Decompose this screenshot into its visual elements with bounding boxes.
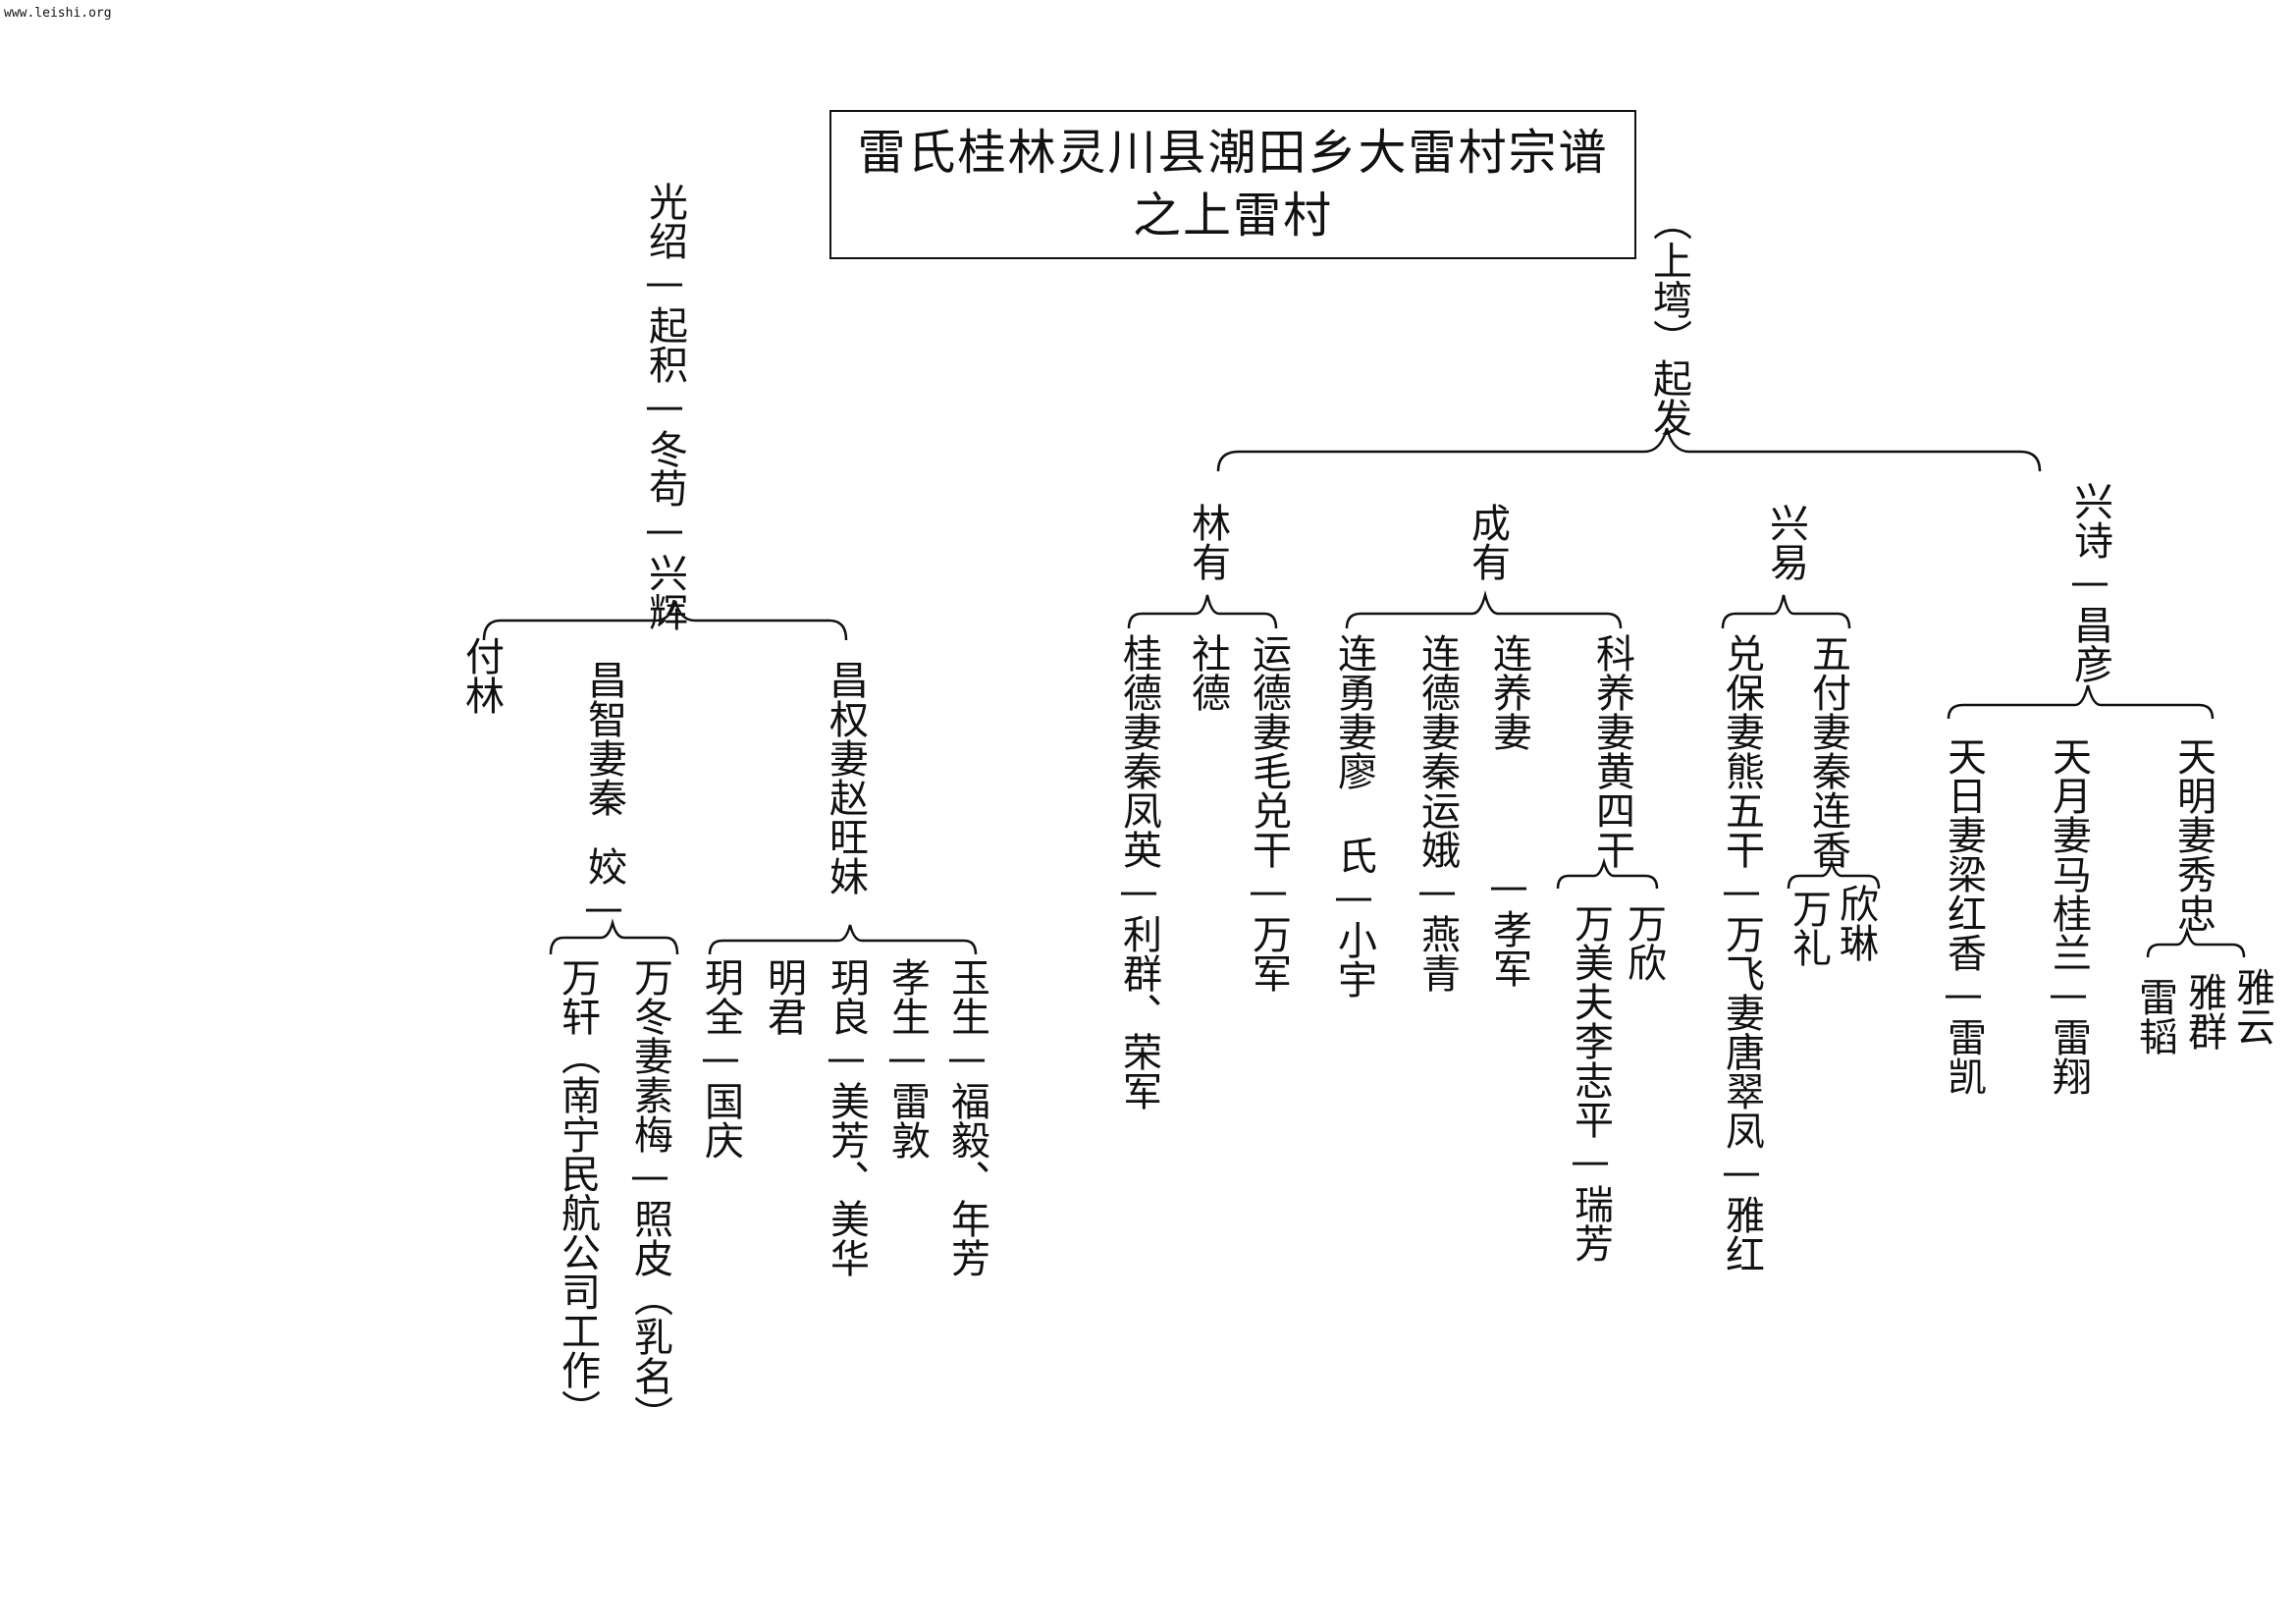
brace-linyou — [1127, 594, 1278, 629]
brace-xinghui — [482, 600, 848, 641]
node-leitao: 雷韬 — [2132, 977, 2177, 1056]
brace-jiao — [549, 918, 679, 955]
node-lianyang-son: —孝军 — [1486, 864, 1531, 988]
node-chengyou: 成有 — [1465, 503, 1510, 581]
node-keyang: 科养妻黄四干 — [1589, 633, 1634, 869]
node-wanli: 万礼 — [1786, 889, 1831, 967]
node-lianyong: 连勇妻廖 氏—小宇 — [1331, 633, 1376, 999]
lineage-guangshao-xinghui: 光绍—起积—冬苟—兴辉 — [642, 182, 687, 631]
brace-qifa — [1216, 427, 2042, 472]
watermark: www.leishi.org — [4, 6, 112, 21]
node-changquan: 昌权妻赵旺妹 — [823, 660, 868, 895]
node-xiaosheng: 孝生—雷敦 — [884, 957, 930, 1160]
node-xinlin: 欣琳 — [1833, 884, 1878, 962]
node-fulin: 付林 — [458, 636, 504, 715]
node-wanxuan: 万轩（南宁民航公司工作） — [555, 957, 600, 1429]
node-tianyue: 天月妻马桂兰—雷翔 — [2046, 736, 2091, 1096]
brace-xingyi — [1721, 594, 1851, 629]
node-xingyi: 兴易 — [1763, 503, 1808, 581]
node-yayun: 雅云 — [2229, 967, 2274, 1046]
node-xingshi-changyan: 兴诗—昌彦 — [2067, 481, 2112, 683]
brace-changyan — [1947, 684, 2215, 720]
brace-chengyou — [1345, 590, 1623, 629]
node-shede: 社德 — [1185, 633, 1230, 712]
title-box: 雷氏桂林灵川县潮田乡大雷村宗谱 之上雷村 — [829, 110, 1636, 259]
node-yuequan: 玥全—国庆 — [698, 957, 743, 1160]
node-duibao: 兑保妻熊五干—万飞妻唐翠凤—雅红 — [1719, 633, 1764, 1273]
node-linyou: 林有 — [1185, 503, 1230, 581]
brace-tianming — [2146, 926, 2246, 958]
node-guide: 桂德妻秦凤英—利群、荣军 — [1116, 633, 1161, 1110]
node-wandong: 万冬妻素梅—照皮（乳名） — [627, 957, 672, 1435]
node-changzhi: 昌智妻秦 — [581, 660, 626, 817]
node-lianyang: 连养妻 — [1486, 633, 1531, 751]
title-line-1: 雷氏桂林灵川县潮田乡大雷村宗谱 — [857, 125, 1609, 181]
node-mingjun: 明君 — [761, 957, 806, 1036]
node-qifa: （上塆）起发 — [1646, 201, 1691, 437]
node-liande: 连德妻秦运娥—燕青 — [1415, 633, 1460, 993]
node-yusheng: 玉生—福毅、年芳 — [944, 957, 989, 1277]
node-wufu: 五付妻秦连香 — [1805, 633, 1850, 869]
node-yueliang: 玥良—美芳、美华 — [824, 957, 869, 1277]
brace-wufu — [1787, 857, 1881, 890]
node-yunde: 运德妻毛兑干—万军 — [1246, 633, 1291, 993]
brace-keyang — [1556, 857, 1659, 890]
node-jiao: 姣— — [581, 846, 626, 931]
node-tianri: 天日妻梁红香—雷凯 — [1941, 736, 1986, 1096]
title-line-2: 之上雷村 — [1132, 188, 1333, 244]
node-tianming: 天明妻秀忠 — [2170, 736, 2216, 933]
node-wanxin: 万欣 — [1621, 903, 1666, 982]
brace-changquan — [708, 924, 978, 955]
node-yaqun: 雅群 — [2181, 972, 2226, 1051]
node-wanmei: 万美夫李志平—瑞芳 — [1568, 903, 1613, 1263]
